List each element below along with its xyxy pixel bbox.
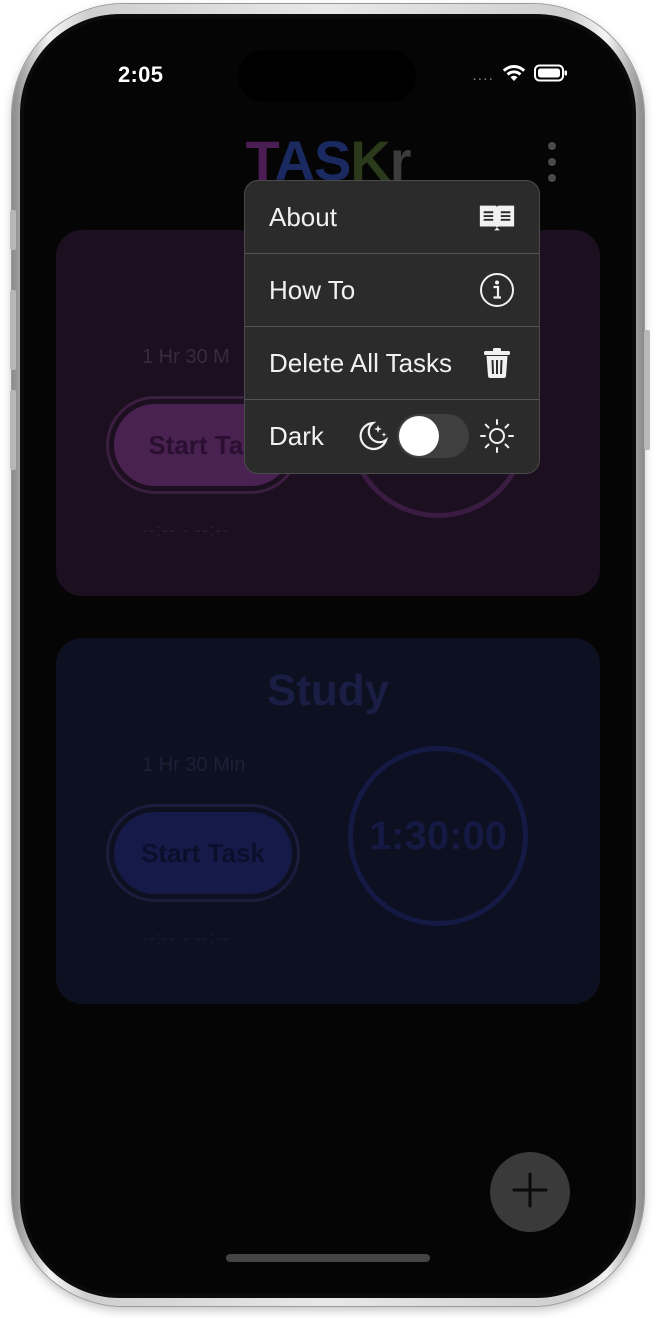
screen: 2:05 .... TASKr Ans 1 Hr 30 M [24,18,632,1294]
volume-down-button [10,390,16,470]
task-card[interactable]: Study 1 Hr 30 Min Start Task 1:30:00 --:… [56,638,600,1004]
more-menu-button[interactable] [546,142,558,182]
info-icon [477,270,517,310]
menu-item-delete-all[interactable]: Delete All Tasks [245,327,539,399]
status-icons: .... [472,64,568,87]
start-task-label: Start Task [114,812,292,894]
menu-separator [245,399,539,400]
task-title: Study [266,666,390,715]
home-indicator[interactable] [226,1254,430,1262]
menu-item-label: About [269,201,337,232]
toggle-knob [399,416,439,456]
dark-mode-toggle[interactable] [397,414,469,458]
battery-icon [534,64,568,87]
sun-icon [477,416,517,456]
task-duration: 1 Hr 30 Min [142,754,246,776]
menu-item-label: Dark [269,420,324,451]
menu-separator [245,326,539,327]
wifi-icon [502,64,526,87]
app-title-letter: r [389,129,412,192]
menu-item-how-to[interactable]: How To [245,254,539,326]
book-icon [477,197,517,237]
menu-item-about[interactable]: About [245,181,539,253]
task-duration: 1 Hr 30 M [142,346,230,368]
trash-icon [477,343,517,383]
task-time-range: --:-- - --:-- [142,520,229,540]
menu-item-label: How To [269,274,356,305]
add-task-button[interactable] [490,1152,570,1232]
more-dot [548,174,556,182]
start-task-button[interactable]: Start Task [106,804,300,902]
plus-icon [510,1170,550,1215]
timer-ring: 1:30:00 [348,746,528,926]
signal-icon: .... [472,66,494,84]
more-dot [548,158,556,166]
power-button [644,330,650,450]
status-time: 2:05 [118,62,164,87]
volume-up-button [10,290,16,370]
moon-stars-icon [353,416,393,456]
timer-text: 1:30:00 [369,813,507,858]
menu-item-label: Delete All Tasks [269,347,453,378]
menu-item-dark-mode[interactable]: Dark [245,400,539,472]
task-time-range: --:-- - --:-- [142,928,229,948]
mute-switch [10,210,16,250]
dynamic-island [238,50,416,102]
options-menu: About How To [244,180,540,474]
menu-separator [245,253,539,254]
more-dot [548,142,556,150]
